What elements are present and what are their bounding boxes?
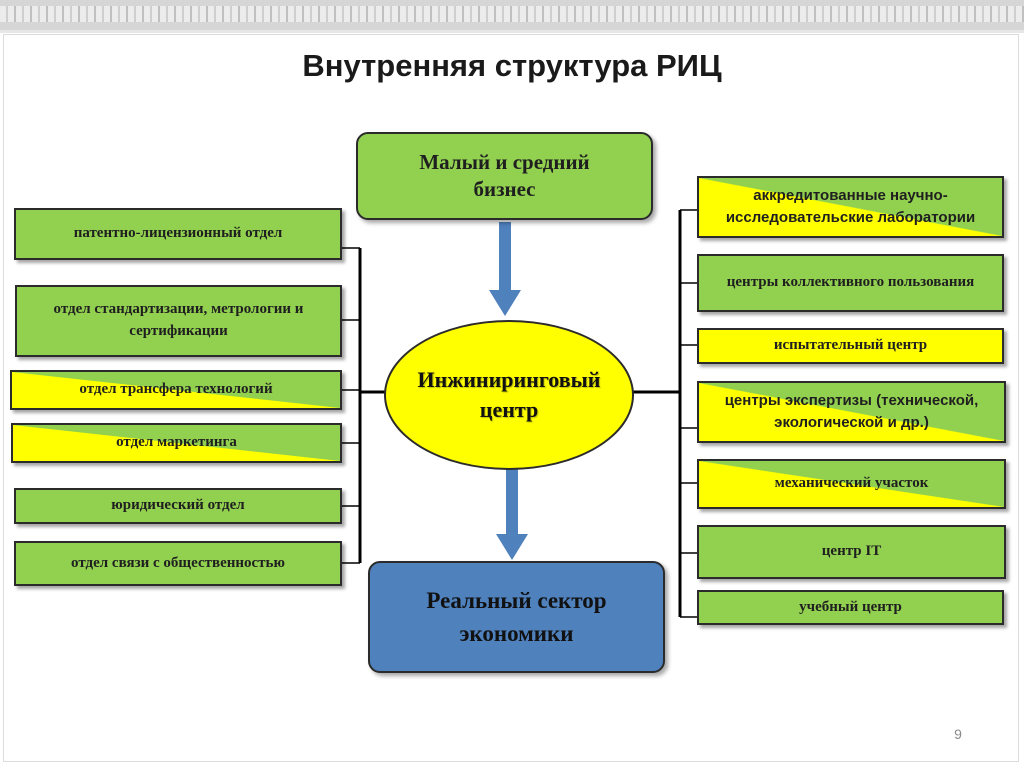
right-item-label: аккредитованные научно-исследовательские… xyxy=(725,187,976,226)
right-item-mechanical-section: механический участок xyxy=(697,459,1006,509)
left-item-label: отдел трансфера технологий xyxy=(79,381,273,398)
right-item-label: центры коллективного пользования xyxy=(726,274,975,291)
right-item-label: центры экспертизы (технической, экологич… xyxy=(724,392,979,431)
top-border-line xyxy=(0,30,1024,33)
page-number: 9 xyxy=(954,726,962,742)
arrow-down-top xyxy=(489,222,521,316)
slide-title: Внутренняя структура РИЦ xyxy=(302,48,722,83)
right-item-label: испытательный центр xyxy=(773,337,928,354)
real-economy-box: Реальный сектор экономики xyxy=(368,561,665,673)
arrow-down-bottom xyxy=(496,466,528,560)
left-item-label: отдел стандартизации, метрологии и серти… xyxy=(53,301,304,339)
small-medium-business-box: Малый и средний бизнес xyxy=(356,132,653,220)
right-item-label: механический участок xyxy=(774,475,929,492)
real-economy-label: Реальный сектор экономики xyxy=(426,587,607,646)
small-medium-business-label: Малый и средний бизнес xyxy=(419,149,590,201)
slide-frame xyxy=(3,34,1019,762)
right-item-it-center: центр IT xyxy=(697,525,1006,579)
left-item-public-relations: отдел связи с общественностью xyxy=(14,541,342,586)
left-item-standardization: отдел стандартизации, метрологии и серти… xyxy=(15,285,342,357)
left-item-patent: патентно-лицензионный отдел xyxy=(14,208,342,260)
engineering-center-ellipse: Инжиниринговый центр xyxy=(384,320,634,470)
left-item-legal: юридический отдел xyxy=(14,488,342,524)
right-item-label: центр IT xyxy=(821,543,882,560)
left-item-label: отдел маркетинга xyxy=(116,434,237,451)
right-item-testing-center: испытательный центр xyxy=(697,328,1004,364)
left-item-label: патентно-лицензионный отдел xyxy=(73,225,283,242)
greek-key-pattern xyxy=(0,6,1024,22)
right-item-training-center: учебный центр xyxy=(697,590,1004,625)
left-item-technology-transfer: отдел трансфера технологий xyxy=(10,370,342,410)
right-item-shared-use-centers: центры коллективного пользования xyxy=(697,254,1004,312)
left-item-label: отдел связи с общественностью xyxy=(71,554,285,571)
right-item-accredited-labs: аккредитованные научно-исследовательские… xyxy=(697,176,1004,238)
engineering-center-label: Инжиниринговый центр xyxy=(417,367,601,422)
left-item-marketing: отдел маркетинга xyxy=(11,423,342,463)
left-item-label: юридический отдел xyxy=(111,497,245,514)
right-item-expertise-centers: центры экспертизы (технической, экологич… xyxy=(697,381,1006,443)
right-item-label: учебный центр xyxy=(799,598,902,615)
